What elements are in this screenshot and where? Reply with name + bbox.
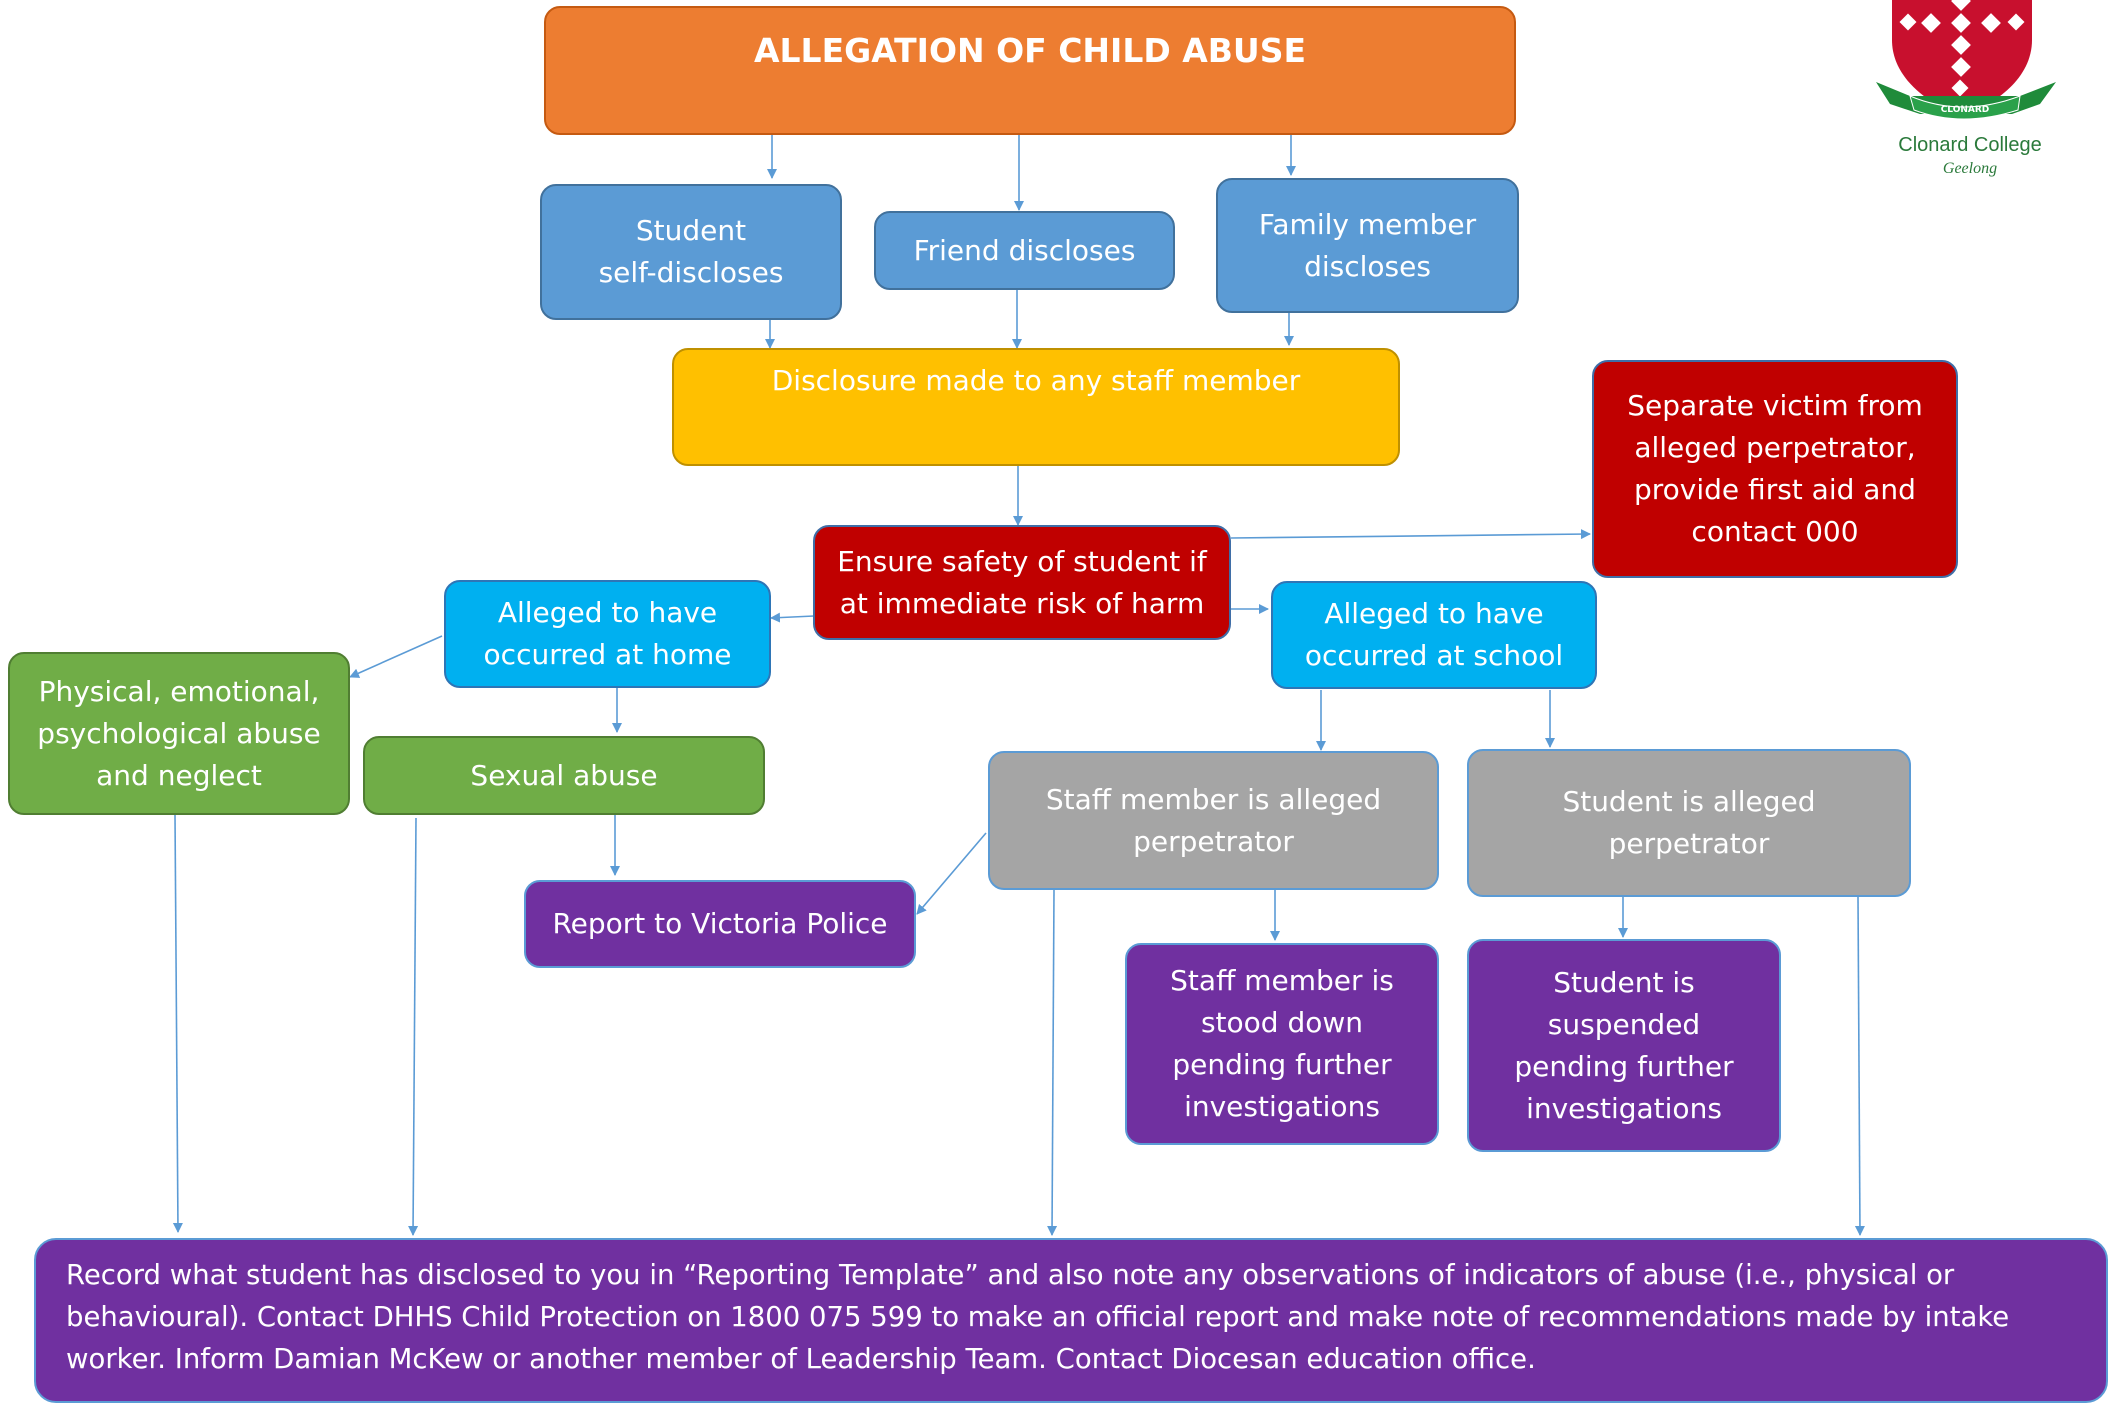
separate-victim-box: Separate victim from alleged perpetrator…: [1592, 360, 1958, 578]
disclosure-to-staff-box: Disclosure made to any staff member: [672, 348, 1400, 466]
student-self-discloses-text: Student self-discloses: [598, 214, 784, 289]
sexual-abuse-text: Sexual abuse: [470, 758, 658, 792]
arrow-sexual-to-record: [408, 817, 419, 1236]
staff-alleged-perpetrator-box: Staff member is alleged perpetrator: [988, 751, 1439, 890]
occurred-at-home-text: Alleged to have occurred at home: [483, 596, 732, 671]
arrow-staffperp-to-police: [916, 832, 987, 915]
ensure-safety-text: Ensure safety of student if at immediate…: [837, 544, 1207, 620]
family-member-discloses-box: Family member discloses: [1216, 178, 1519, 313]
record-and-report-text: Record what student has disclosed to you…: [66, 1259, 2010, 1375]
student-self-discloses-box: Student self-discloses: [540, 184, 842, 320]
student-alleged-perpetrator-box: Student is alleged perpetrator: [1467, 749, 1911, 897]
friend-discloses-text: Friend discloses: [913, 233, 1136, 267]
ensure-safety-box: Ensure safety of student if at immediate…: [813, 525, 1231, 640]
student-alleged-perpetrator-text: Student is alleged perpetrator: [1562, 785, 1816, 860]
arrow-staffperp-to-record: [1047, 889, 1058, 1236]
sexual-abuse-box: Sexual abuse: [363, 736, 765, 815]
student-suspended-text: Student is suspended pending further inv…: [1514, 965, 1734, 1125]
staff-stood-down-text: Staff member is stood down pending furth…: [1170, 964, 1394, 1123]
friend-discloses-box: Friend discloses: [874, 211, 1175, 290]
clonard-college-crest-logo: CLONARD: [1876, 0, 2056, 120]
student-suspended-box: Student is suspended pending further inv…: [1467, 939, 1781, 1152]
family-member-discloses-text: Family member discloses: [1258, 207, 1477, 283]
arrow-safety-to-home: [770, 612, 815, 623]
occurred-at-home-box: Alleged to have occurred at home: [444, 580, 771, 688]
arrow-studentperp-to-record: [1854, 896, 1865, 1236]
logo-college-name: Clonard College: [1898, 134, 2042, 156]
record-and-report-box: Record what student has disclosed to you…: [34, 1238, 2108, 1403]
report-to-police-box: Report to Victoria Police: [524, 880, 916, 968]
logo-banner-text: CLONARD: [1941, 105, 1990, 115]
staff-stood-down-box: Staff member is stood down pending furth…: [1125, 943, 1439, 1145]
arrow-home-to-physical: [349, 635, 443, 678]
logo-college-place: Geelong: [1942, 160, 1998, 177]
physical-emotional-abuse-box: Physical, emotional, psychological abuse…: [8, 652, 350, 815]
disclosure-to-staff-text: Disclosure made to any staff member: [771, 364, 1301, 397]
separate-victim-text: Separate victim from alleged perpetrator…: [1627, 389, 1923, 548]
staff-alleged-perpetrator-text: Staff member is alleged perpetrator: [1045, 782, 1382, 858]
arrow-safety-to-separate: [1230, 529, 1591, 540]
arrow-physical-to-record: [172, 814, 183, 1233]
title-allegation-box: ALLEGATION OF CHILD ABUSE: [544, 6, 1516, 135]
title-text: ALLEGATION OF CHILD ABUSE: [753, 31, 1307, 70]
occurred-at-school-text: Alleged to have occurred at school: [1304, 597, 1564, 672]
report-to-police-text: Report to Victoria Police: [552, 907, 888, 940]
physical-emotional-abuse-text: Physical, emotional, psychological abuse…: [37, 674, 321, 792]
occurred-at-school-box: Alleged to have occurred at school: [1271, 581, 1597, 689]
